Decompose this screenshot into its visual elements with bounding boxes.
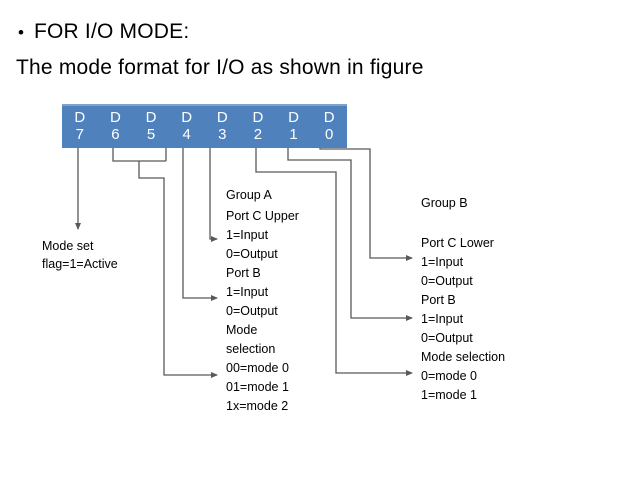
bit-cell-d6: D 6 bbox=[98, 106, 134, 148]
group-b-port-b-label: Port B bbox=[421, 293, 456, 307]
bit-cell-d3: D 3 bbox=[205, 106, 241, 148]
control-word-bit-table: D 7 D 6 D 5 D 4 D 3 D 2 D 1 D 0 bbox=[62, 104, 347, 148]
bit-label: D bbox=[74, 109, 86, 127]
group-a-callout: Group A Port C Upper 1=Input 0=Output Po… bbox=[226, 186, 299, 416]
group-b-mode-label: Mode selection bbox=[421, 350, 506, 364]
group-b-callout: Group B Port C Lower 1=Input 0=Output Po… bbox=[421, 194, 505, 405]
wire-d4-group-a-port-b-input bbox=[182, 148, 218, 301]
bit-number: 1 bbox=[289, 126, 298, 143]
bit-cell-d1: D 1 bbox=[276, 106, 312, 148]
bit-label: D bbox=[288, 109, 299, 127]
bullet-heading: • FOR I/O MODE: bbox=[18, 20, 618, 44]
wire-d1-group-b-port-b-input bbox=[287, 148, 413, 321]
mode-set-flag-line1: Mode set bbox=[42, 239, 94, 253]
group-b-title: Group B bbox=[421, 196, 468, 210]
bit-cell-d2: D 2 bbox=[240, 106, 276, 148]
group-a-title: Group A bbox=[226, 188, 272, 202]
bit-cell-d5: D 5 bbox=[133, 106, 169, 148]
group-a-port-b-label: Port B bbox=[226, 266, 261, 280]
group-b-port-c-input: 1=Input bbox=[421, 255, 464, 269]
group-b-port-b-output: 0=Output bbox=[421, 331, 473, 345]
bit-cell-d7: D 7 bbox=[62, 106, 98, 148]
bit-number: 0 bbox=[325, 126, 334, 143]
bit-number: 3 bbox=[218, 126, 227, 143]
group-a-port-c-label: Port C Upper bbox=[226, 209, 299, 223]
group-a-port-c-input: 1=Input bbox=[226, 228, 269, 242]
group-b-port-b-input: 1=Input bbox=[421, 312, 464, 326]
wire-d0-group-b-port-c-input bbox=[319, 148, 413, 261]
bit-number: 5 bbox=[146, 126, 156, 143]
group-a-port-c-output: 0=Output bbox=[226, 247, 278, 261]
wire-d65-group-a-mode-selection bbox=[138, 161, 218, 378]
group-b-mode-0: 0=mode 0 bbox=[421, 369, 477, 383]
bit-label: D bbox=[323, 109, 335, 127]
group-a-mode-2: 1x=mode 2 bbox=[226, 399, 289, 413]
group-a-mode-label-line1: Mode bbox=[226, 323, 258, 337]
group-a-mode-1: 01=mode 1 bbox=[226, 380, 289, 394]
bit-number: 2 bbox=[253, 126, 263, 143]
bullet-heading-text: FOR I/O MODE: bbox=[33, 20, 190, 43]
subheading-text: The mode format for I/O as shown in figu… bbox=[16, 56, 424, 79]
group-a-port-b-input: 1=Input bbox=[226, 285, 269, 299]
group-a-mode-label-line2: selection bbox=[226, 342, 276, 356]
bit-label: D bbox=[145, 109, 157, 127]
group-b-spacer bbox=[421, 215, 505, 234]
group-b-port-c-label: Port C Lower bbox=[421, 236, 494, 250]
bit-cell-d0: D 0 bbox=[311, 106, 347, 148]
bit-cell-d4: D 4 bbox=[169, 106, 205, 148]
group-b-port-c-output: 0=Output bbox=[421, 274, 473, 288]
bit-label: D bbox=[181, 109, 193, 127]
group-b-mode-1: 1=mode 1 bbox=[421, 388, 477, 402]
bit-number: 4 bbox=[182, 126, 191, 143]
group-a-port-b-output: 0=Output bbox=[226, 304, 278, 318]
group-a-mode-0: 00=mode 0 bbox=[226, 361, 289, 375]
bit-number: 6 bbox=[111, 126, 120, 143]
bit-label: D bbox=[216, 109, 228, 127]
mode-set-flag-line2: flag=1=Active bbox=[42, 257, 118, 271]
wire-d6-bracket bbox=[112, 148, 166, 162]
wire-d3-group-a-port-c-input bbox=[209, 148, 218, 242]
mode-set-flag-callout: Mode set flag=1=Active bbox=[42, 237, 118, 273]
bullet-marker-icon: • bbox=[18, 23, 24, 42]
bit-number: 7 bbox=[75, 126, 84, 143]
bit-label: D bbox=[252, 109, 264, 127]
bit-label: D bbox=[110, 109, 121, 127]
